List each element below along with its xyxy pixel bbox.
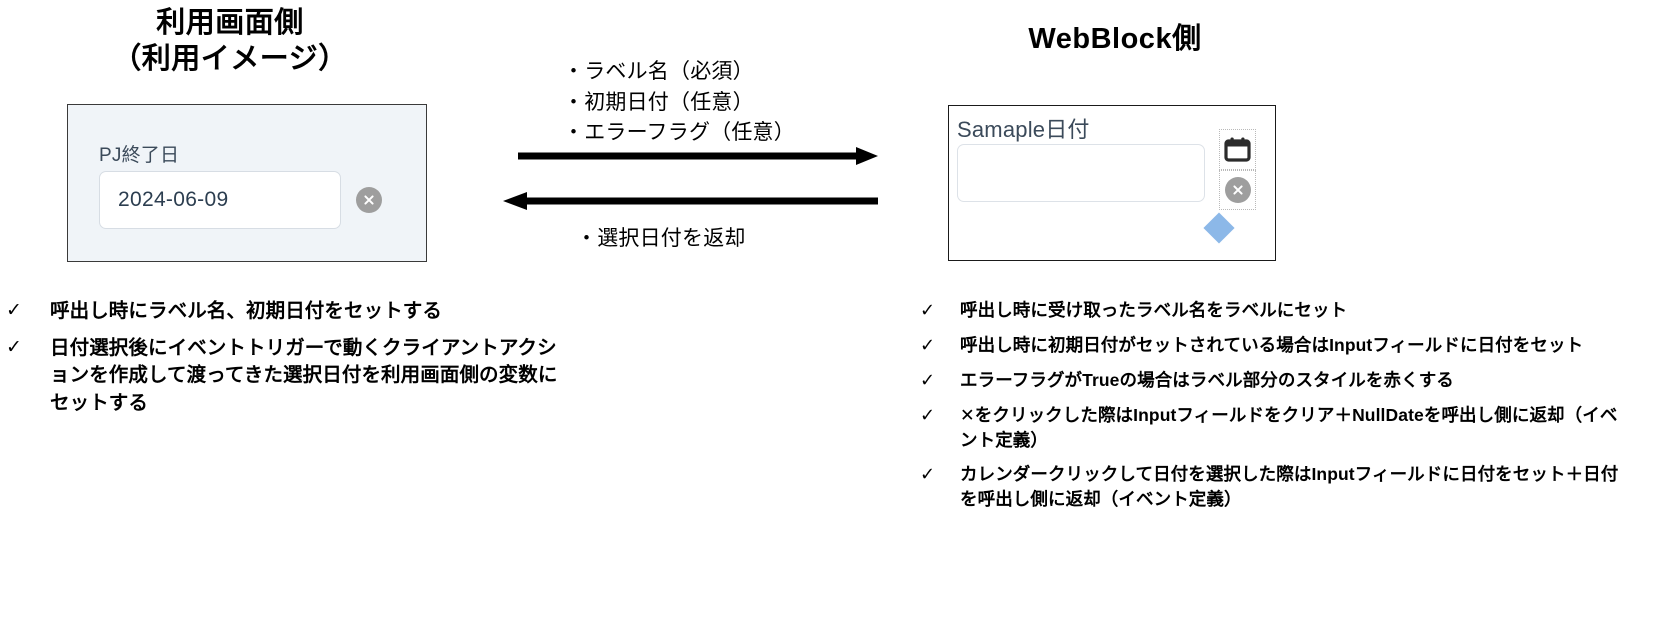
diamond-handle-icon[interactable] <box>1203 212 1235 244</box>
webblock-icon-stack <box>1219 129 1256 210</box>
check-icon: ✓ <box>920 334 936 355</box>
arrow-left-icon <box>503 190 878 212</box>
check-icon: ✓ <box>6 336 23 358</box>
check-icon: ✓ <box>920 464 936 485</box>
check-icon: ✓ <box>920 300 936 320</box>
clear-circle-x-icon[interactable] <box>356 187 382 213</box>
client-date-input[interactable]: 2024-06-09 <box>99 171 341 229</box>
page-title-webblock-side: WebBlock側 <box>1028 23 1202 55</box>
flow-request-parameters-text: ・ラベル名（必須） ・初期日付（任意） ・エラーフラグ（任意） <box>563 60 795 145</box>
client-screen-card: PJ終了日 2024-06-09 <box>67 104 427 262</box>
webblock-date-input[interactable] <box>957 144 1205 202</box>
check-icon: ✓ <box>6 300 23 321</box>
list-item-text: 呼出し時に受け取ったラベル名をラベルにセット <box>960 300 1348 320</box>
check-icon: ✓ <box>920 404 936 425</box>
list-item: ✓ 日付選択後にイベントトリガーで動くクライアントアクションを作成して渡ってきた… <box>6 335 566 418</box>
webblock-clear-cell[interactable] <box>1219 170 1256 210</box>
list-item-text: 呼出し時に初期日付がセットされている場合はInputフィールドに日付をセット <box>960 334 1584 355</box>
list-item-text: カレンダークリックして日付を選択した際はInputフィールドに日付をセット＋日付… <box>960 464 1619 510</box>
list-item-text: 日付選択後にイベントトリガーで動くクライアントアクションを作成して渡ってきた選択… <box>50 336 558 415</box>
arrow-right-icon <box>518 145 878 167</box>
list-item-text: 呼出し時にラベル名、初期日付をセットする <box>50 300 443 322</box>
list-item: ✓ カレンダークリックして日付を選択した際はInputフィールドに日付をセット＋… <box>920 462 1620 512</box>
page-title-client-side: 利用画面側 （利用イメージ） <box>112 7 348 75</box>
list-item: ✓ 呼出し時にラベル名、初期日付をセットする <box>6 298 566 326</box>
list-item-text: エラーフラグがTrueの場合はラベル部分のスタイルを赤くする <box>960 369 1454 390</box>
flow-response-text: ・選択日付を返却 <box>576 227 746 250</box>
client-side-requirements-list: ✓ 呼出し時にラベル名、初期日付をセットする ✓ 日付選択後にイベントトリガーで… <box>6 298 566 427</box>
client-field-label: PJ終了日 <box>99 145 180 166</box>
list-item: ✓ ✕をクリックした際はInputフィールドをクリア＋NullDateを呼出し側… <box>920 403 1620 453</box>
client-date-input-value: 2024-06-09 <box>118 188 229 211</box>
check-icon: ✓ <box>920 369 936 390</box>
clear-circle-x-icon[interactable] <box>1224 177 1251 203</box>
list-item: ✓ 呼出し時に初期日付がセットされている場合はInputフィールドに日付をセット <box>920 333 1620 359</box>
webblock-side-requirements-list: ✓ 呼出し時に受け取ったラベル名をラベルにセット ✓ 呼出し時に初期日付がセット… <box>920 298 1620 521</box>
webblock-field-label: Samaple日付 <box>957 117 1090 142</box>
webblock-card: Samaple日付 <box>948 105 1276 261</box>
list-item: ✓ 呼出し時に受け取ったラベル名をラベルにセット <box>920 298 1620 324</box>
list-item: ✓ エラーフラグがTrueの場合はラベル部分のスタイルを赤くする <box>920 368 1620 394</box>
list-item-text: ✕をクリックした際はInputフィールドをクリア＋NullDateを呼出し側に返… <box>960 404 1618 450</box>
calendar-icon[interactable] <box>1219 129 1256 170</box>
